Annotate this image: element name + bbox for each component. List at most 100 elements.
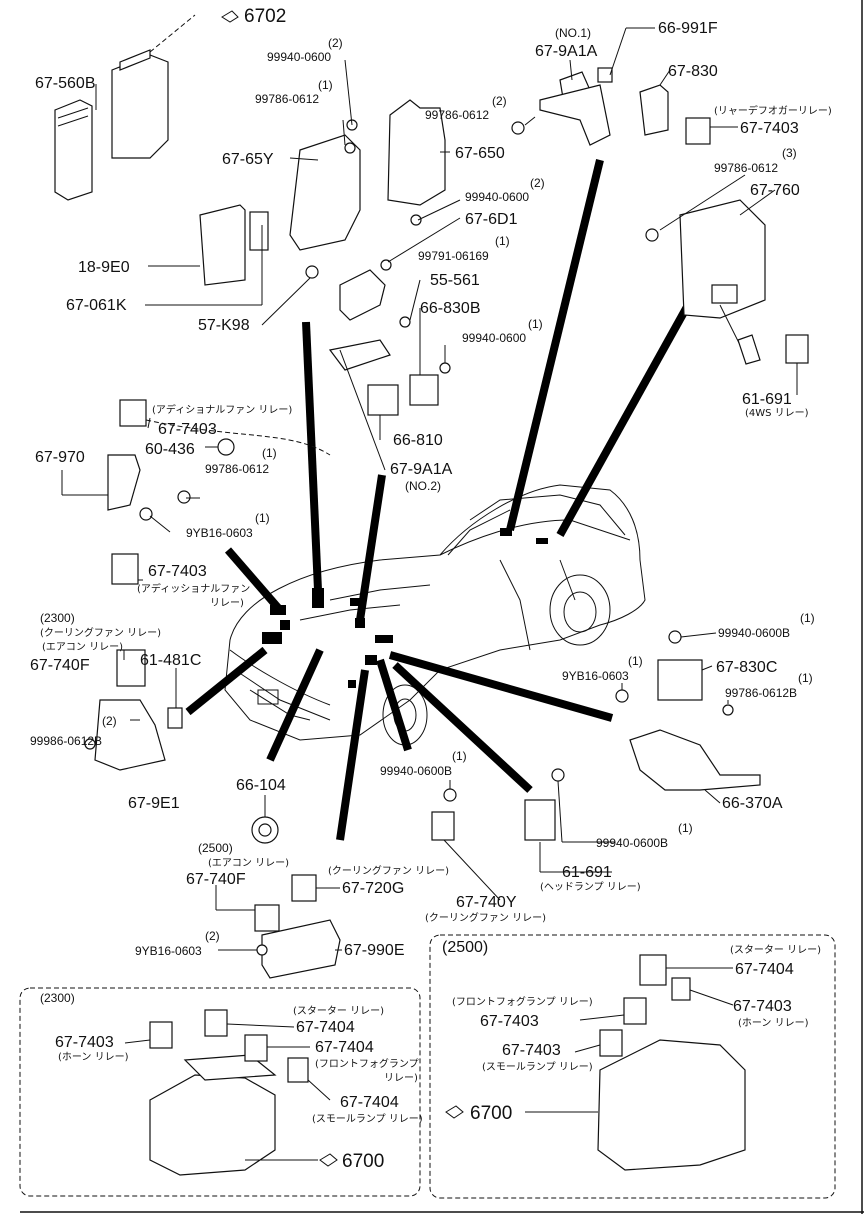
label-67-6D1: 67-6D1 (465, 211, 518, 228)
rear-relay-group (511, 67, 809, 365)
label-67-650: 67-650 (455, 145, 505, 162)
label-67-830C: 67-830C (716, 659, 777, 676)
label-67-990E: 67-990E (344, 942, 405, 959)
label-61-691-a: 61-691 (742, 391, 792, 408)
label-67-9A1A-no2: 67-9A1A (390, 461, 453, 478)
label-99786-0612-c: 99786-0612 (714, 161, 778, 175)
note-no1: (NO.1) (555, 26, 591, 40)
qty-99940-0600-a: (2) (328, 36, 343, 50)
label-67-7404-c: 67-7404 (340, 1094, 399, 1111)
note-cooling-fan-relay-b: (クーリングファン リレー) (425, 911, 546, 924)
label-99791-06169: 99791-06169 (418, 249, 489, 263)
label-67-7403-b: 67-7403 (158, 421, 217, 438)
battery-harness-group (431, 630, 761, 841)
refer-arrow-icon (221, 10, 239, 23)
qty-9YB16-0603-b: (1) (628, 654, 643, 668)
note-2300-a: (2300) (40, 611, 75, 625)
note-no2: (NO.2) (405, 479, 441, 493)
label-9YB16-0603-a: 9YB16-0603 (186, 526, 253, 540)
label-66-810: 66-810 (393, 432, 443, 449)
qty-99786-0612-a: (1) (318, 78, 333, 92)
note-horn-relay-a: (ホーン リレー) (58, 1051, 129, 1063)
note-additional-fan-relay-b1: (アディッショナルファン (137, 582, 250, 595)
note-horn-relay-b: (ホーン リレー) (738, 1017, 809, 1029)
cooling-fan-relay-group (84, 649, 279, 844)
label-67-9A1A-no1: 67-9A1A (535, 43, 598, 60)
label-99940-0600-c: 99940-0600 (462, 331, 526, 345)
aircon-relay-block (254, 874, 341, 979)
note-cooling-fan-relay-c: (クーリングファン リレー) (328, 864, 449, 877)
label-67-740F-a: 67-740F (30, 657, 90, 674)
label-18-9E0: 18-9E0 (78, 259, 130, 276)
leader-lines (185, 159, 692, 841)
qty-9YB16-0603-a: (1) (255, 511, 270, 525)
label-67-740Y: 67-740Y (456, 894, 517, 911)
label-66-370A: 66-370A (722, 795, 783, 812)
qty-99940-0600B-d: (1) (452, 749, 467, 763)
note-cooling-fan-relay-a: (クーリングファン リレー) (40, 626, 161, 639)
label-99940-0600B-e: 99940-0600B (718, 626, 790, 640)
note-additional-fan-relay-b2: リレー) (210, 598, 244, 609)
fuse-box-group (54, 14, 451, 416)
qty-99986-0612B: (2) (102, 714, 117, 728)
label-66-991F: 66-991F (658, 20, 718, 37)
label-99940-0600B-f: 99940-0600B (596, 836, 668, 850)
note-aircon-relay-b: (エアコン リレー) (208, 858, 289, 869)
label-99940-0600-b: 99940-0600 (465, 190, 529, 204)
label-99786-0612-d: 99786-0612 (205, 462, 269, 476)
label-67-7403-e: 67-7403 (480, 1013, 539, 1030)
box-2300 (19, 987, 421, 1197)
qty-99791-06169: (1) (495, 234, 510, 248)
label-67-7403-d: 67-7403 (55, 1034, 114, 1051)
label-67-830: 67-830 (668, 63, 718, 80)
label-60-436: 60-436 (145, 441, 195, 458)
qty-99786-0612-c: (3) (782, 146, 797, 160)
label-67-7403-c: 67-7403 (148, 563, 207, 580)
refer-arrow-icon (445, 1105, 464, 1119)
callout-labels: 6702 67-560B (2) 99940-0600 (1) 99786-06… (30, 6, 832, 1172)
qty-99940-0600B-f: (1) (678, 821, 693, 835)
qty-99786-0612-d: (1) (262, 446, 277, 460)
label-67-7403-a: 67-7403 (740, 120, 799, 137)
label-99940-0600B-d: 99940-0600B (380, 764, 452, 778)
label-99986-0612B: 99986-0612B (30, 734, 102, 748)
label-67-7404-a: 67-7404 (296, 1019, 355, 1036)
label-99786-0612-a: 99786-0612 (255, 92, 319, 106)
label-66-104: 66-104 (236, 777, 286, 794)
qty-99940-0600-c: (1) (528, 317, 543, 331)
note-headlamp-relay: (ヘッドランプ リレー) (540, 881, 641, 893)
label-67-720G: 67-720G (342, 880, 404, 897)
qty-99940-0600B-e: (1) (800, 611, 815, 625)
label-9YB16-0603-c: 9YB16-0603 (135, 944, 202, 958)
title-2500: (2500) (442, 939, 488, 956)
label-67-7403-g: 67-7403 (502, 1042, 561, 1059)
label-67-760: 67-760 (750, 182, 800, 199)
label-67-061K: 67-061K (66, 297, 127, 314)
label-99786-0612B-e: 99786-0612B (725, 686, 797, 700)
note-rear-defogger-relay: (リャーデフオガーリレー) (714, 104, 832, 117)
note-2500-a: (2500) (198, 841, 233, 855)
label-67-970: 67-970 (35, 449, 85, 466)
label-6700-a: 6700 (342, 1151, 384, 1172)
label-67-740F-b: 67-740F (186, 871, 246, 888)
note-front-fog-relay-a2: リレー) (384, 1073, 418, 1084)
qty-9YB16-0603-c: (2) (205, 929, 220, 943)
note-front-fog-relay-b: (フロントフォグランプ リレー) (452, 995, 593, 1008)
label-6700-b: 6700 (470, 1103, 512, 1124)
note-starter-relay-b: (スターター リレー) (730, 944, 821, 956)
note-small-lamp-relay-b: (スモールランプ リレー) (482, 1061, 593, 1073)
label-61-691-b: 61-691 (562, 864, 612, 881)
box-2500 (429, 934, 836, 1199)
qty-99786-0612-b: (2) (492, 94, 507, 108)
qty-99940-0600-b: (2) (530, 176, 545, 190)
label-67-7403-f: 67-7403 (733, 998, 792, 1015)
label-55-561: 55-561 (430, 272, 480, 289)
label-57-K98: 57-K98 (198, 317, 250, 334)
label-67-7404-d: 67-7404 (735, 961, 794, 978)
engine-bay-parts (262, 528, 548, 688)
note-small-lamp-relay-a: (スモールランプ リレー) (312, 1113, 423, 1125)
label-67-65Y: 67-65Y (222, 151, 274, 168)
note-front-fog-relay-a1: (フロントフォグランプ (315, 1057, 419, 1070)
